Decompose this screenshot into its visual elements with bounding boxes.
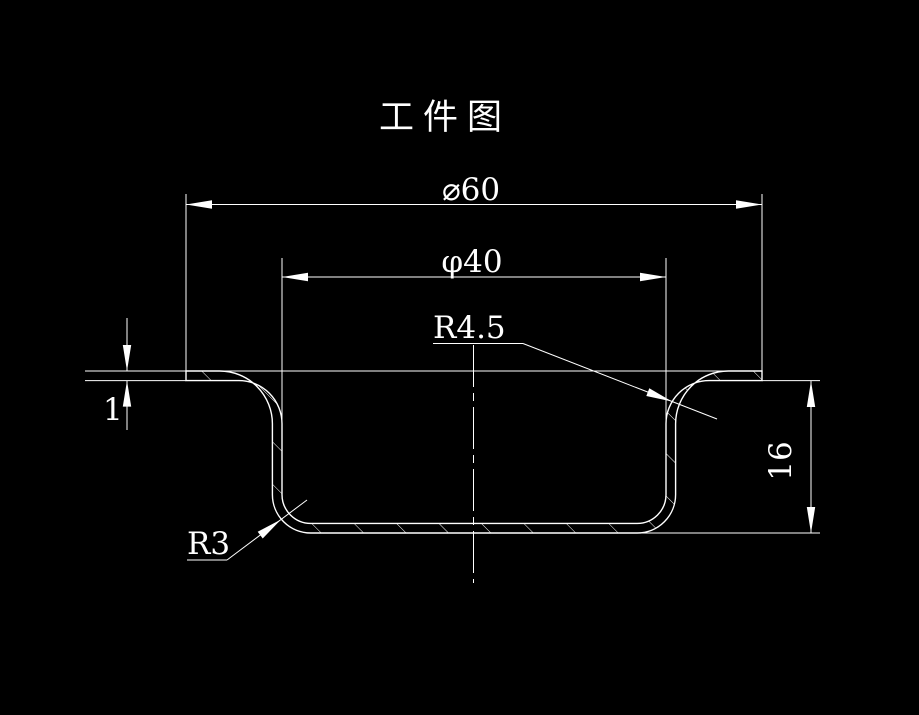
dim-inner-diameter: φ40 [281, 244, 667, 421]
arrowhead-down [806, 507, 816, 533]
leader-radius-bottom: R3 [187, 499, 308, 562]
arrowhead [257, 519, 281, 539]
dim-depth-label: 16 [763, 441, 799, 480]
arrowhead-right [736, 200, 762, 209]
arrowhead-down [122, 345, 132, 371]
arrowhead-up [806, 381, 816, 407]
arrowhead-left [282, 272, 308, 282]
arrowhead-up [122, 380, 132, 407]
leader-line [522, 343, 718, 420]
dim-thickness-label: 1 [103, 392, 123, 428]
radius-bottom-label: R3 [187, 526, 230, 562]
drawing-title: 工件图 [379, 98, 511, 138]
dim-inner-diameter-label: φ40 [441, 244, 502, 280]
arrowhead [646, 388, 672, 402]
radius-top-label: R4.5 [433, 310, 506, 346]
dim-outer-diameter: ⌀60 [185, 172, 763, 371]
arrowhead-right [640, 272, 666, 282]
dim-thickness: 1 [85, 318, 762, 430]
dim-outer-diameter-label: ⌀60 [442, 172, 500, 208]
dim-depth: 16 [637, 380, 820, 534]
leader-radius-top: R4.5 [433, 310, 718, 420]
arrowhead-left [186, 200, 212, 209]
